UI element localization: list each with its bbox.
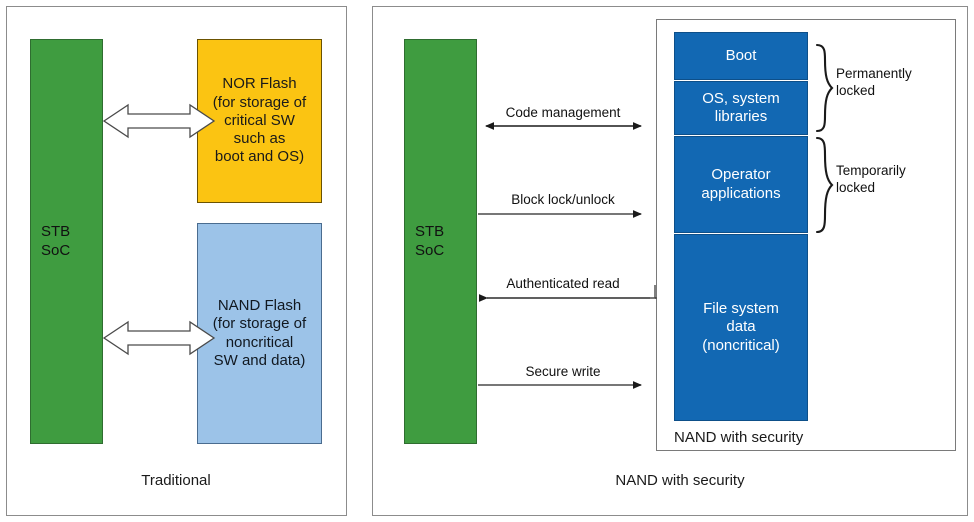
nor-flash-block: NOR Flash (for storage of critical SW su…: [197, 39, 322, 203]
stb-soc-block-secure: STB SoC: [404, 39, 477, 444]
arrow-label-code-management: Code management: [505, 105, 621, 120]
segment-file-system-data-label: File system data (noncritical): [702, 300, 780, 354]
arrow-label-secure-write: Secure write: [525, 364, 601, 379]
nand-container-label: NAND with security: [674, 429, 804, 446]
segment-operator-applications: Operator applications: [674, 136, 808, 233]
segment-operator-applications-label: Operator applications: [701, 166, 781, 202]
stb-soc-label-secure: STB SoC: [415, 223, 445, 259]
nor-flash-label: NOR Flash (for storage of critical SW su…: [212, 75, 307, 166]
segment-boot-label: Boot: [725, 46, 757, 64]
segment-os-system-libraries-label: OS, system libraries: [702, 89, 780, 125]
brace-label-temporarily-locked: Temporarily locked: [836, 163, 906, 195]
brace-label-permanently-locked: Permanently locked: [836, 66, 912, 98]
nand-flash-block: NAND Flash (for storage of noncritical S…: [197, 223, 322, 444]
caption-nand-with-security: NAND with security: [615, 472, 745, 489]
segment-os-system-libraries: OS, system libraries: [674, 81, 808, 135]
caption-traditional: Traditional: [141, 472, 211, 489]
segment-boot: Boot: [674, 32, 808, 80]
segment-file-system-data: File system data (noncritical): [674, 234, 808, 421]
stb-soc-block-traditional: STB SoC: [30, 39, 103, 444]
arrow-label-block-lock-unlock: Block lock/unlock: [511, 192, 615, 207]
stb-soc-label-traditional: STB SoC: [41, 223, 71, 259]
nand-flash-label: NAND Flash (for storage of noncritical S…: [212, 296, 307, 369]
arrow-label-authenticated-read: Authenticated read: [506, 276, 620, 291]
